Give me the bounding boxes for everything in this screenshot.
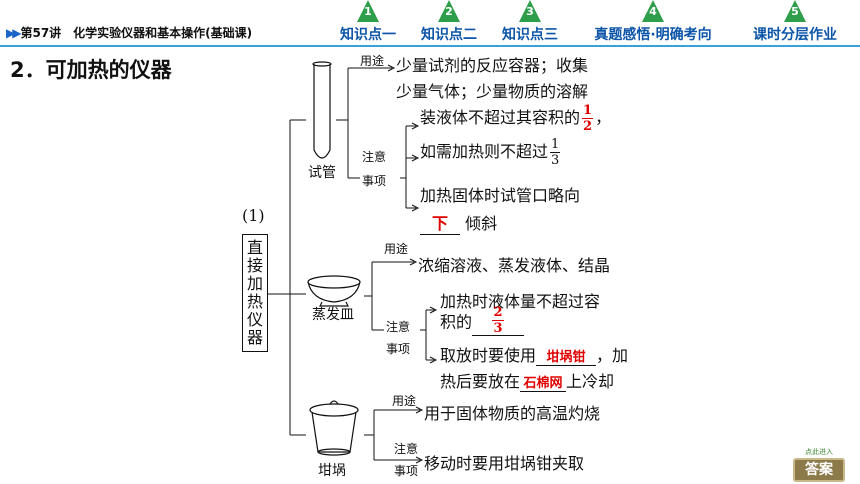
crucible-icon <box>309 400 359 456</box>
lesson-title-text: 第57讲 化学实验仪器和基本操作(基础课) <box>20 26 253 40</box>
crucible-use-text: 用于固体物质的高温灼烧 <box>424 404 601 423</box>
nav-knowledge-1[interactable]: 1 知识点一 <box>332 0 404 44</box>
header-divider <box>0 45 860 47</box>
group-label-char: 仪 <box>246 310 263 329</box>
nav-homework[interactable]: 5 课时分层作业 <box>740 0 850 44</box>
test-tube-use-line1: 少量试剂的反应容器；收集 <box>396 56 589 75</box>
group-label-char: 接 <box>246 256 263 275</box>
triangle-badge-icon: 4 <box>642 0 664 22</box>
nav-label: 真题感悟·明确考向 <box>594 27 712 43</box>
nav-label: 知识点一 <box>340 27 396 43</box>
group-label-char: 器 <box>246 328 263 347</box>
answer-button-label: 答案 <box>793 458 845 482</box>
nav-label: 知识点三 <box>502 27 558 43</box>
answer-blank: 下 <box>420 210 460 235</box>
group-number: (1) <box>242 206 265 225</box>
nav-exam-review[interactable]: 4 真题感悟·明确考向 <box>575 0 731 44</box>
lesson-title: ▶▶ 第57讲 化学实验仪器和基本操作(基础课) <box>6 24 252 41</box>
group-label-char: 直 <box>246 238 263 257</box>
header-bar: ▶▶ 第57讲 化学实验仪器和基本操作(基础课) 1 知识点一 2 知识点二 3… <box>0 0 860 47</box>
play-arrows-icon: ▶▶ <box>6 25 22 40</box>
test-tube-note-tag-2: 事项 <box>362 174 387 188</box>
nav-label: 知识点二 <box>421 27 477 43</box>
crucible-note-text: 移动时要用坩埚钳夹取 <box>424 454 585 473</box>
dish-note-1-line1: 加热时液体量不超过容 <box>440 292 601 311</box>
group-label-char: 热 <box>246 292 263 311</box>
answer-blank: 坩埚钳 <box>536 346 597 366</box>
crucible-note-tag-2: 事项 <box>394 464 419 478</box>
test-tube-icon <box>312 61 332 159</box>
dish-note-tag-1: 注意 <box>386 320 411 334</box>
dish-note-2: 取放时要使用坩埚钳，加 <box>440 346 629 366</box>
triangle-badge-icon: 1 <box>357 0 379 22</box>
test-tube-name: 试管 <box>308 165 336 181</box>
nav-knowledge-2[interactable]: 2 知识点二 <box>413 0 485 44</box>
nav-knowledge-3[interactable]: 3 知识点三 <box>494 0 566 44</box>
test-tube-note-tag-1: 注意 <box>362 150 387 164</box>
dish-use-tag: 用途 <box>384 242 409 256</box>
triangle-badge-icon: 3 <box>519 0 541 22</box>
answer-button-tip: 点此进入 <box>805 448 833 456</box>
show-answer-button[interactable]: 点此进入 答案 <box>788 448 850 482</box>
crucible-note-tag-1: 注意 <box>394 442 419 456</box>
answer-blank: 石棉网 <box>520 372 567 392</box>
dish-use-text: 浓缩溶液、蒸发液体、结晶 <box>418 256 611 275</box>
group-label-box: 直 接 加 热 仪 器 <box>242 234 268 352</box>
test-tube-note-3-line1: 加热固体时试管口略向 <box>420 186 581 205</box>
test-tube-note-3-line2: 下 倾斜 <box>420 210 497 235</box>
group-label-char: 加 <box>246 274 263 293</box>
test-tube-use-tag: 用途 <box>360 54 385 68</box>
triangle-badge-icon: 2 <box>438 0 460 22</box>
section-title: 2．可加热的仪器 <box>10 58 172 82</box>
nav-label: 课时分层作业 <box>753 27 837 43</box>
triangle-badge-icon: 5 <box>784 0 806 22</box>
test-tube-use-line2: 少量气体；少量物质的溶解 <box>396 82 589 101</box>
crucible-name: 坩埚 <box>318 463 346 479</box>
evaporating-dish-icon <box>307 275 361 307</box>
crucible-use-tag: 用途 <box>392 394 417 408</box>
dish-note-3: 热后要放在石棉网上冷却 <box>440 372 615 392</box>
dish-name: 蒸发皿 <box>312 307 354 323</box>
dish-note-tag-2: 事项 <box>386 342 411 356</box>
